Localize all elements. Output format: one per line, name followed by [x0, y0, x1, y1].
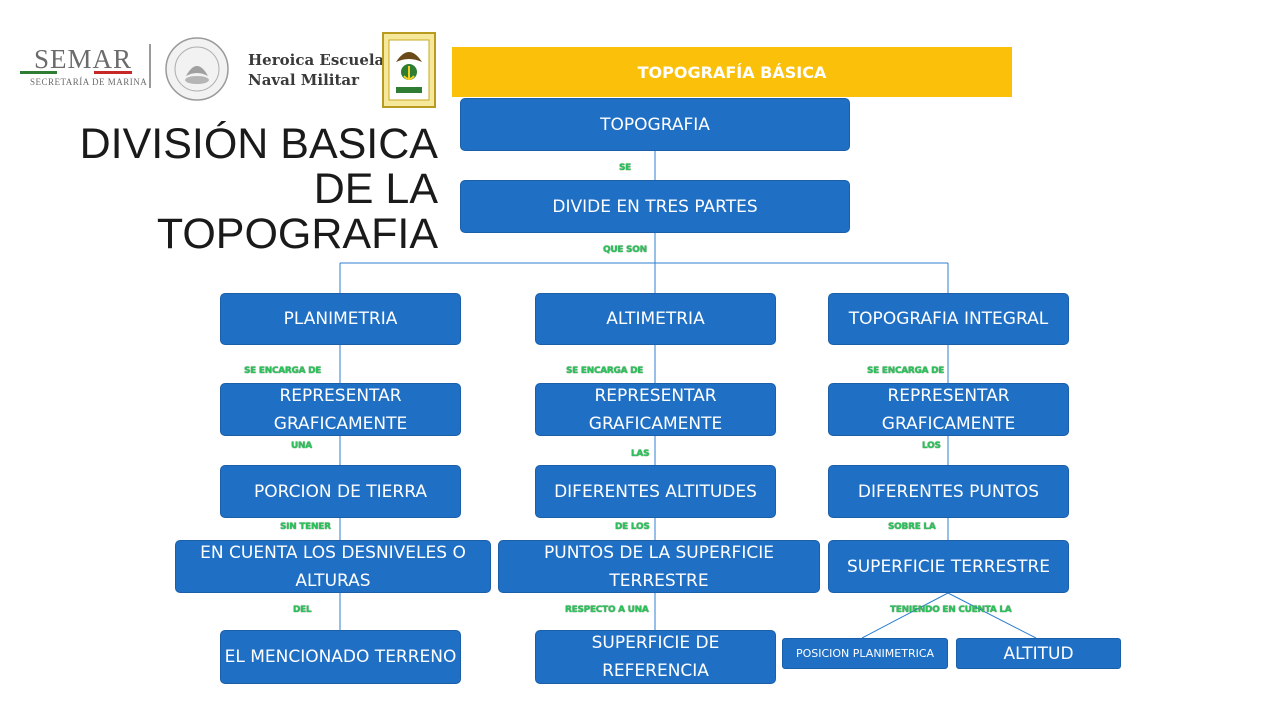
- connector-sin-tener: SIN TENER: [280, 522, 331, 532]
- school-name-line-2: Naval Militar: [248, 71, 360, 89]
- school-crest-icon: [382, 32, 436, 108]
- node-superficie-referencia: SUPERFICIE DE REFERENCIA: [535, 630, 776, 684]
- node-posicion-planimetrica: POSICION PLANIMETRICA: [782, 638, 948, 669]
- title-line-2: DE LA: [313, 165, 438, 213]
- school-name-line-1: Heroica Escuela: [248, 51, 385, 69]
- node-puntos-superficie: PUNTOS DE LA SUPERFICIE TERRESTRE: [498, 540, 820, 593]
- connector-encarga-right: SE ENCARGA DE: [867, 366, 945, 376]
- node-desniveles: EN CUENTA LOS DESNIVELES O ALTURAS: [175, 540, 491, 593]
- semar-logo-subtitle: SECRETARÍA DE MARINA: [30, 77, 148, 87]
- connector-que-son: QUE SON: [603, 245, 647, 255]
- node-diferentes-altitudes: DIFERENTES ALTITUDES: [535, 465, 776, 518]
- node-representar-left: REPRESENTAR GRAFICAMENTE: [220, 383, 461, 436]
- connector-encarga-left: SE ENCARGA DE: [244, 366, 322, 376]
- slide-title: DIVISIÓN BASICA DE LA TOPOGRAFIA: [60, 122, 438, 257]
- connector-se: SE: [619, 163, 632, 173]
- node-altimetria: ALTIMETRIA: [535, 293, 776, 345]
- connector-las: LAS: [631, 449, 650, 459]
- semar-logo-text: SEMAR: [34, 44, 133, 74]
- semar-logo-stripe: [20, 71, 132, 74]
- node-divide-en-tres-partes: DIVIDE EN TRES PARTES: [460, 180, 850, 233]
- title-line-1: DIVISIÓN BASICA: [79, 120, 438, 168]
- connector-teniendo: TENIENDO EN CUENTA LA: [890, 605, 1012, 615]
- connector-de-los: DE LOS: [615, 522, 650, 532]
- node-altitud: ALTITUD: [956, 638, 1121, 669]
- node-mencionado-terreno: EL MENCIONADO TERRENO: [220, 630, 461, 684]
- header-banner: TOPOGRAFÍA BÁSICA: [452, 47, 1012, 97]
- node-porcion-de-tierra: PORCION DE TIERRA: [220, 465, 461, 518]
- title-line-3: TOPOGRAFIA: [156, 210, 438, 258]
- connector-del: DEL: [293, 605, 312, 615]
- node-representar-mid: REPRESENTAR GRAFICAMENTE: [535, 383, 776, 436]
- connector-sobre-la: SOBRE LA: [888, 522, 936, 532]
- node-topografia: TOPOGRAFIA: [460, 98, 850, 151]
- divider-line: [149, 44, 151, 88]
- school-name: Heroica Escuela Naval Militar: [248, 50, 384, 90]
- connector-respecto: RESPECTO A UNA: [565, 605, 649, 615]
- connector-encarga-mid: SE ENCARGA DE: [566, 366, 644, 376]
- node-representar-right: REPRESENTAR GRAFICAMENTE: [828, 383, 1069, 436]
- node-planimetria: PLANIMETRIA: [220, 293, 461, 345]
- connector-una: UNA: [291, 441, 312, 451]
- node-diferentes-puntos: DIFERENTES PUNTOS: [828, 465, 1069, 518]
- connector-los: LOS: [922, 441, 941, 451]
- mexico-seal-icon: [164, 36, 230, 102]
- node-superficie-terrestre: SUPERFICIE TERRESTRE: [828, 540, 1069, 593]
- node-topografia-integral: TOPOGRAFIA INTEGRAL: [828, 293, 1069, 345]
